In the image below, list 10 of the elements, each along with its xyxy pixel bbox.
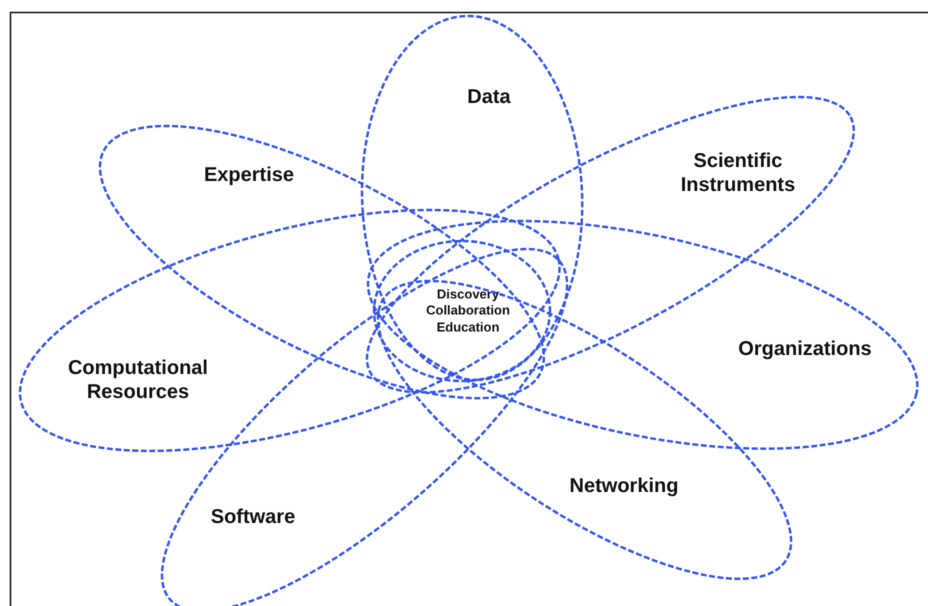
center-label: Education (436, 319, 500, 336)
center-label: Discovery (436, 286, 500, 303)
petal-label: Data (467, 84, 511, 109)
petal-label: Software (210, 504, 296, 529)
center-label: Collaboration (426, 302, 510, 320)
petal-label: Expertise (204, 162, 294, 187)
petal-label: Organizations (738, 336, 872, 361)
petal-label: Computational Resources (66, 356, 209, 404)
petal-label: Scientific Instruments (680, 148, 796, 197)
petal-label: Networking (570, 474, 678, 498)
